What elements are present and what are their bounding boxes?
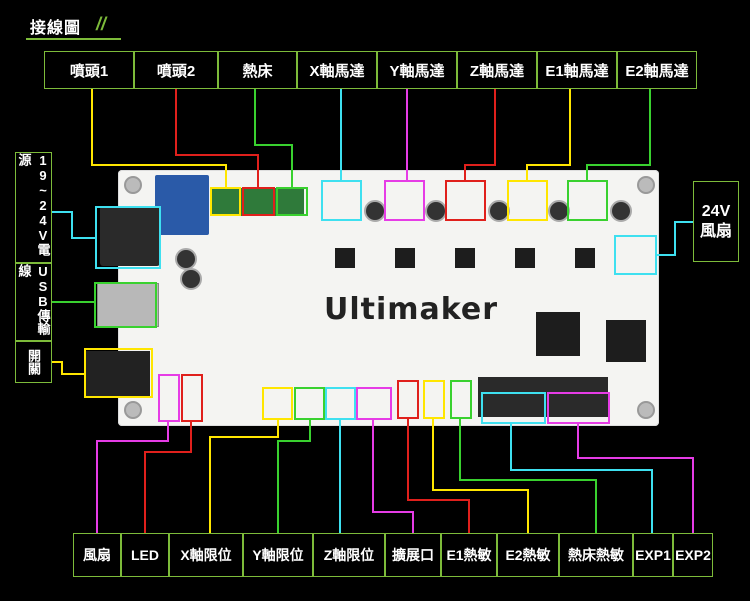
box-nozzle2-terminal (242, 187, 275, 216)
box-e1-thermistor (397, 380, 419, 419)
box-y-motor-connector (384, 180, 425, 221)
mcu-chip (536, 312, 580, 356)
label-heatbed-thermistor: 熱床熱敏 (559, 533, 633, 577)
box-z-motor-connector (445, 180, 486, 221)
title-underline (26, 38, 121, 40)
line-power (52, 211, 95, 239)
line-e1-thermistor (407, 419, 470, 533)
label-heatbed: 熱床 (218, 51, 297, 89)
line-heatbed-thermistor (459, 419, 597, 533)
line-expansion (372, 420, 414, 533)
board-brand-text: Ultimaker (324, 292, 499, 327)
label-nozzle2: 噴頭2 (134, 51, 218, 89)
box-x-endstop-connector (262, 387, 293, 420)
label-e2-thermistor: E2熱敏 (497, 533, 559, 577)
line-exp2 (577, 424, 694, 533)
box-led-connector (181, 374, 203, 422)
capacitor (180, 268, 202, 290)
box-expansion-port (356, 387, 392, 420)
label-fan: 風扇 (73, 533, 121, 577)
line-exp1 (510, 424, 653, 533)
label-e1-motor: E1軸馬達 (537, 51, 617, 89)
label-x-endstop: X軸限位 (169, 533, 243, 577)
label-z-motor: Z軸馬達 (457, 51, 537, 89)
label-z-endstop: Z軸限位 (313, 533, 385, 577)
label-power-19-24v: 19~24V電源 (15, 152, 52, 263)
box-e2-thermistor (423, 380, 445, 419)
label-24v-fan: 24V 風扇 (693, 181, 739, 262)
dc-power-jack (100, 206, 160, 266)
line-z-motor (464, 89, 496, 180)
line-24v-fan (657, 221, 693, 256)
label-e1-thermistor: E1熱敏 (441, 533, 497, 577)
driver-chip (335, 248, 355, 268)
mount-hole (124, 401, 142, 419)
label-usb-cable: USB傳輸線 (15, 263, 52, 341)
box-24v-fan-connector (614, 235, 657, 275)
driver-chip (515, 248, 535, 268)
label-expansion-port: 擴展口 (385, 533, 441, 577)
line-e2-motor (586, 89, 651, 180)
exp-headers (478, 377, 608, 417)
line-led (144, 422, 192, 533)
label-switch: 開關 (15, 341, 52, 383)
box-e1-motor-connector (507, 180, 548, 221)
line-switch (52, 361, 84, 375)
box-heatbed-thermistor (450, 380, 472, 419)
line-nozzle1 (91, 89, 227, 187)
driver-chip (395, 248, 415, 268)
header-pins (606, 320, 646, 362)
mount-hole (124, 176, 142, 194)
line-nozzle2 (175, 89, 259, 187)
box-exp1-header (481, 392, 546, 424)
box-exp2-header (547, 392, 610, 424)
box-nozzle1-terminal (210, 187, 241, 216)
capacitor (488, 200, 510, 222)
label-e2-motor: E2軸馬達 (617, 51, 697, 89)
label-led: LED (121, 533, 169, 577)
box-e2-motor-connector (567, 180, 608, 221)
label-exp2: EXP2 (673, 533, 713, 577)
screw-terminal (212, 188, 304, 216)
line-y-endstop (277, 420, 311, 533)
line-e2-thermistor (432, 419, 529, 533)
line-heatbed (254, 89, 293, 187)
line-e1-motor (526, 89, 571, 180)
box-power-jack (95, 206, 161, 269)
mount-hole (637, 401, 655, 419)
line-fan (96, 422, 169, 533)
box-z-endstop-connector (325, 387, 356, 420)
box-fan-connector (158, 374, 180, 422)
line-x-endstop (209, 420, 279, 533)
relay (155, 175, 209, 235)
diagram-title: 接線圖 (30, 20, 82, 37)
title-slash-mark: // (96, 14, 107, 34)
driver-chip (575, 248, 595, 268)
box-y-endstop-connector (294, 387, 325, 420)
label-nozzle1: 噴頭1 (44, 51, 134, 89)
capacitor (610, 200, 632, 222)
box-x-motor-connector (321, 180, 362, 221)
power-switch (86, 351, 150, 396)
label-x-motor: X軸馬達 (297, 51, 377, 89)
box-heatbed-terminal (276, 187, 308, 216)
label-24v-fan-line2: 風扇 (699, 222, 732, 240)
label-exp1: EXP1 (633, 533, 673, 577)
label-y-motor: Y軸馬達 (377, 51, 457, 89)
box-usb-port (94, 282, 157, 328)
label-24v-fan-line1: 24V (701, 202, 731, 220)
driver-chip (455, 248, 475, 268)
mount-hole (637, 176, 655, 194)
box-switch (84, 348, 153, 398)
usb-port (97, 283, 159, 327)
capacitor (548, 200, 570, 222)
label-y-endstop: Y軸限位 (243, 533, 313, 577)
